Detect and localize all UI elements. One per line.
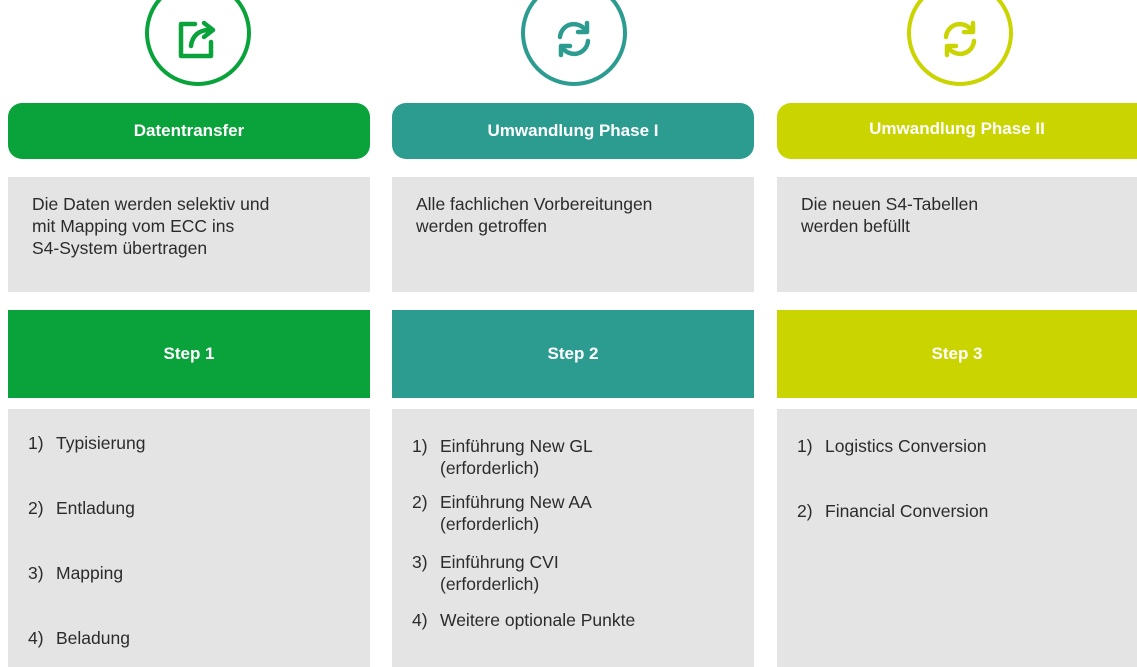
item-text: Einführung CVI (440, 552, 559, 572)
description-line: S4-System übertragen (32, 238, 208, 258)
column-datentransfer: Datentransfer Die Daten werden selektiv … (8, 0, 370, 667)
step-1-banner: Step 1 (8, 310, 370, 398)
item-number: 4) (28, 628, 44, 648)
refresh-icon (907, 0, 1013, 86)
item-text: Einführung New GL (440, 436, 593, 456)
refresh-icon (521, 0, 627, 86)
item-text: Typisierung (56, 433, 146, 453)
list-item: 1) Einführung New GL (erforderlich) (412, 435, 734, 491)
header-umwandlung-phase-1: Umwandlung Phase I (392, 103, 754, 159)
item-text: Einführung New AA (440, 492, 592, 512)
description-line: mit Mapping vom ECC ins (32, 216, 235, 236)
list-item: 4) Beladung (28, 627, 350, 649)
description-box: Die Daten werden selektiv und mit Mappin… (8, 177, 370, 292)
description-line: Die Daten werden selektiv und (32, 194, 270, 214)
step-2-banner: Step 2 (392, 310, 754, 398)
description-line: Die neuen S4-Tabellen (801, 194, 979, 214)
list-item: 3) Mapping (28, 562, 350, 627)
step-3-list: 1) Logistics Conversion 2) Financial Con… (777, 409, 1137, 667)
item-text: Mapping (56, 563, 124, 583)
description-box: Die neuen S4-Tabellen werden befüllt (777, 177, 1137, 292)
column-umwandlung-phase-1: Umwandlung Phase I Alle fachlichen Vorbe… (392, 0, 754, 667)
list-item: 2) Entladung (28, 497, 350, 562)
column-umwandlung-phase-2: Umwandlung Phase II Die neuen S4-Tabelle… (777, 0, 1137, 667)
list-item: 2) Financial Conversion (797, 500, 1117, 522)
item-number: 2) (28, 498, 44, 518)
item-number: 2) (412, 492, 428, 512)
list-item: 3) Einführung CVI (erforderlich) (412, 551, 734, 609)
description-line: werden befüllt (801, 216, 910, 236)
item-number: 4) (412, 610, 428, 630)
item-number: 1) (797, 436, 813, 456)
item-number: 1) (412, 436, 428, 456)
item-text: (erforderlich) (440, 458, 540, 478)
item-text: Beladung (56, 628, 130, 648)
item-text: Logistics Conversion (825, 436, 987, 456)
step-2-list: 1) Einführung New GL (erforderlich) 2) E… (392, 409, 754, 667)
item-text: Weitere optionale Punkte (440, 610, 636, 630)
description-line: Alle fachlichen Vorbereitungen (416, 194, 653, 214)
description-box: Alle fachlichen Vorbereitungen werden ge… (392, 177, 754, 292)
list-item: 1) Logistics Conversion (797, 435, 1117, 500)
item-text: (erforderlich) (440, 514, 540, 534)
description-line: werden getroffen (416, 216, 548, 236)
item-number: 3) (28, 563, 44, 583)
item-text: Entladung (56, 498, 135, 518)
item-number: 3) (412, 552, 428, 572)
list-item: 2) Einführung New AA (erforderlich) (412, 491, 734, 551)
step-1-list: 1) Typisierung 2) Entladung 3) Mapping 4… (8, 409, 370, 667)
item-text: (erforderlich) (440, 574, 540, 594)
list-item: 4) Weitere optionale Punkte (412, 609, 734, 631)
export-arrow-icon (145, 0, 251, 86)
item-number: 2) (797, 501, 813, 521)
list-item: 1) Typisierung (28, 432, 350, 497)
item-number: 1) (28, 433, 44, 453)
item-text: Financial Conversion (825, 501, 989, 521)
step-3-banner: Step 3 (777, 310, 1137, 398)
header-umwandlung-phase-2: Umwandlung Phase II (777, 103, 1137, 159)
header-datentransfer: Datentransfer (8, 103, 370, 159)
